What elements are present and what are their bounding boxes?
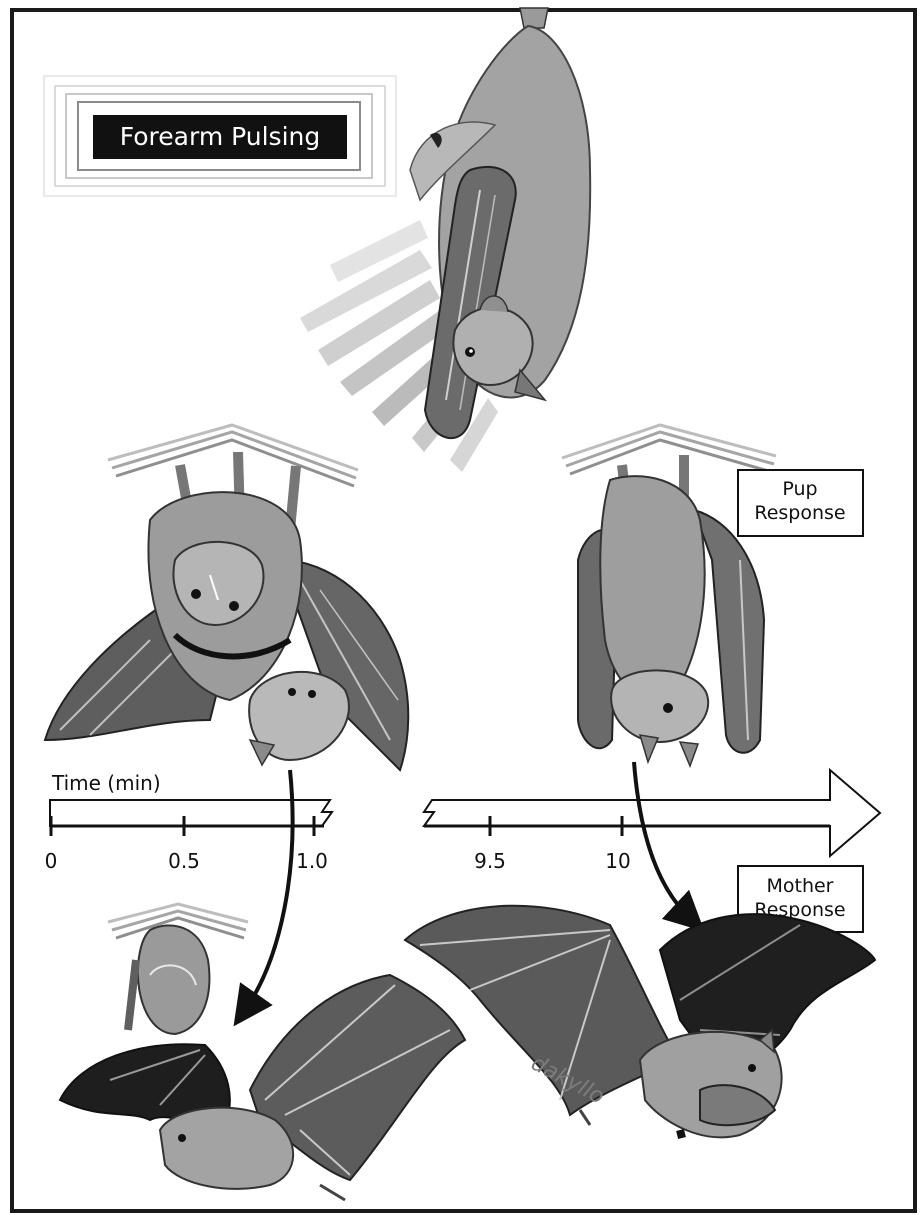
timeline-axis-label: Time (min) — [51, 771, 161, 795]
pup-response-line1: Pup — [782, 478, 817, 500]
mother-bat-pulsing — [300, 8, 590, 472]
tick-label-0-5: 0.5 — [168, 849, 200, 873]
tick-label-10: 10 — [605, 849, 630, 873]
pup-response-line2: Response — [754, 502, 845, 524]
mother-bat-flying-away — [60, 975, 465, 1200]
title-badge-label: Forearm Pulsing — [120, 122, 320, 151]
tick-label-1-0: 1.0 — [296, 849, 328, 873]
tick-label-0: 0 — [45, 849, 58, 873]
arrow-to-mother-response — [634, 762, 690, 918]
mother-and-pup-roosting — [45, 452, 408, 770]
timeline-bar-right — [424, 770, 880, 856]
mother-response-line1: Mother — [766, 875, 833, 897]
bat-hanging-wings-folded — [578, 455, 764, 766]
pup-hanging-alone — [128, 925, 209, 1034]
timeline: Time (min) 0 0.5 1.0 9.5 10 — [45, 770, 880, 873]
timeline-bar-left — [50, 800, 332, 826]
roost-perch-right — [562, 425, 776, 474]
title-badge: Forearm Pulsing — [44, 76, 396, 196]
mother-bat-flying-return: dakyllo — [405, 906, 875, 1138]
pup-response-callout: Pup Response — [738, 470, 863, 536]
tick-label-9-5: 9.5 — [474, 849, 506, 873]
roost-perch-left — [108, 425, 358, 486]
